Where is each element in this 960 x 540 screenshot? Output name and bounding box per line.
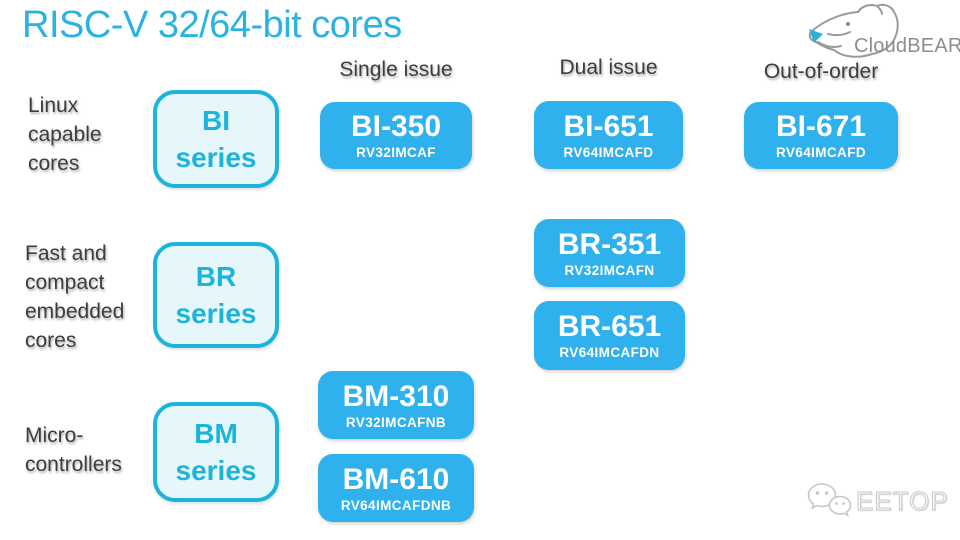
row-label-linux-capable-cores: Linux capable cores <box>28 94 102 175</box>
core-box-bm-610: BM-610 RV64IMCAFDNB <box>318 454 474 522</box>
page-title: RISC-V 32/64-bit cores <box>22 4 402 46</box>
series-box-br: BR series <box>153 242 279 348</box>
core-name: BI-350 <box>350 110 442 143</box>
core-box-br-651: BR-651 RV64IMCAFDN <box>534 301 685 370</box>
core-box-bi-350: BI-350 RV32IMCAF <box>320 102 472 169</box>
series-box-bm: BM series <box>153 402 279 502</box>
core-name: BI-651 <box>563 109 654 143</box>
core-isa: RV64IMCAFDN <box>559 345 660 360</box>
core-box-br-351: BR-351 RV32IMCAFN <box>534 219 685 287</box>
core-isa: RV32IMCAFNB <box>345 414 447 430</box>
core-name: BR-651 <box>557 310 662 343</box>
core-box-bm-310: BM-310 RV32IMCAFNB <box>318 371 474 439</box>
core-name: BM-310 <box>342 379 450 413</box>
row-label-fast-compact-embedded-cores: Fast and compact embedded cores <box>25 242 125 352</box>
core-isa: RV64IMCAFDNB <box>340 497 452 513</box>
row-label-micro-controllers: Micro- controllers <box>25 424 122 476</box>
core-name: BR-351 <box>557 227 662 261</box>
core-isa: RV32IMCAF <box>356 145 436 160</box>
series-box-bi: BI series <box>153 90 279 188</box>
core-isa: RV32IMCAFN <box>564 262 655 278</box>
cloudbear-logo: CloudBEAR <box>796 0 960 58</box>
eetop-watermark: EETOP <box>806 479 956 521</box>
core-isa: RV64IMCAFD <box>563 144 654 160</box>
core-box-bi-651: BI-651 RV64IMCAFD <box>534 101 683 169</box>
core-name: BM-610 <box>342 462 450 496</box>
core-isa: RV64IMCAFD <box>775 145 867 160</box>
core-box-bi-671: BI-671 RV64IMCAFD <box>744 102 898 169</box>
column-header-out-of-order: Out-of-order <box>763 60 879 83</box>
bear-head-icon <box>808 3 899 58</box>
column-header-dual-issue: Dual issue <box>559 56 658 79</box>
column-header-single-issue: Single issue <box>339 58 453 81</box>
cloudbear-logo-text: CloudBEAR <box>854 35 960 57</box>
eetop-watermark-text: EETOP <box>856 486 949 517</box>
wechat-icon <box>807 483 852 517</box>
core-name: BI-671 <box>775 110 867 143</box>
